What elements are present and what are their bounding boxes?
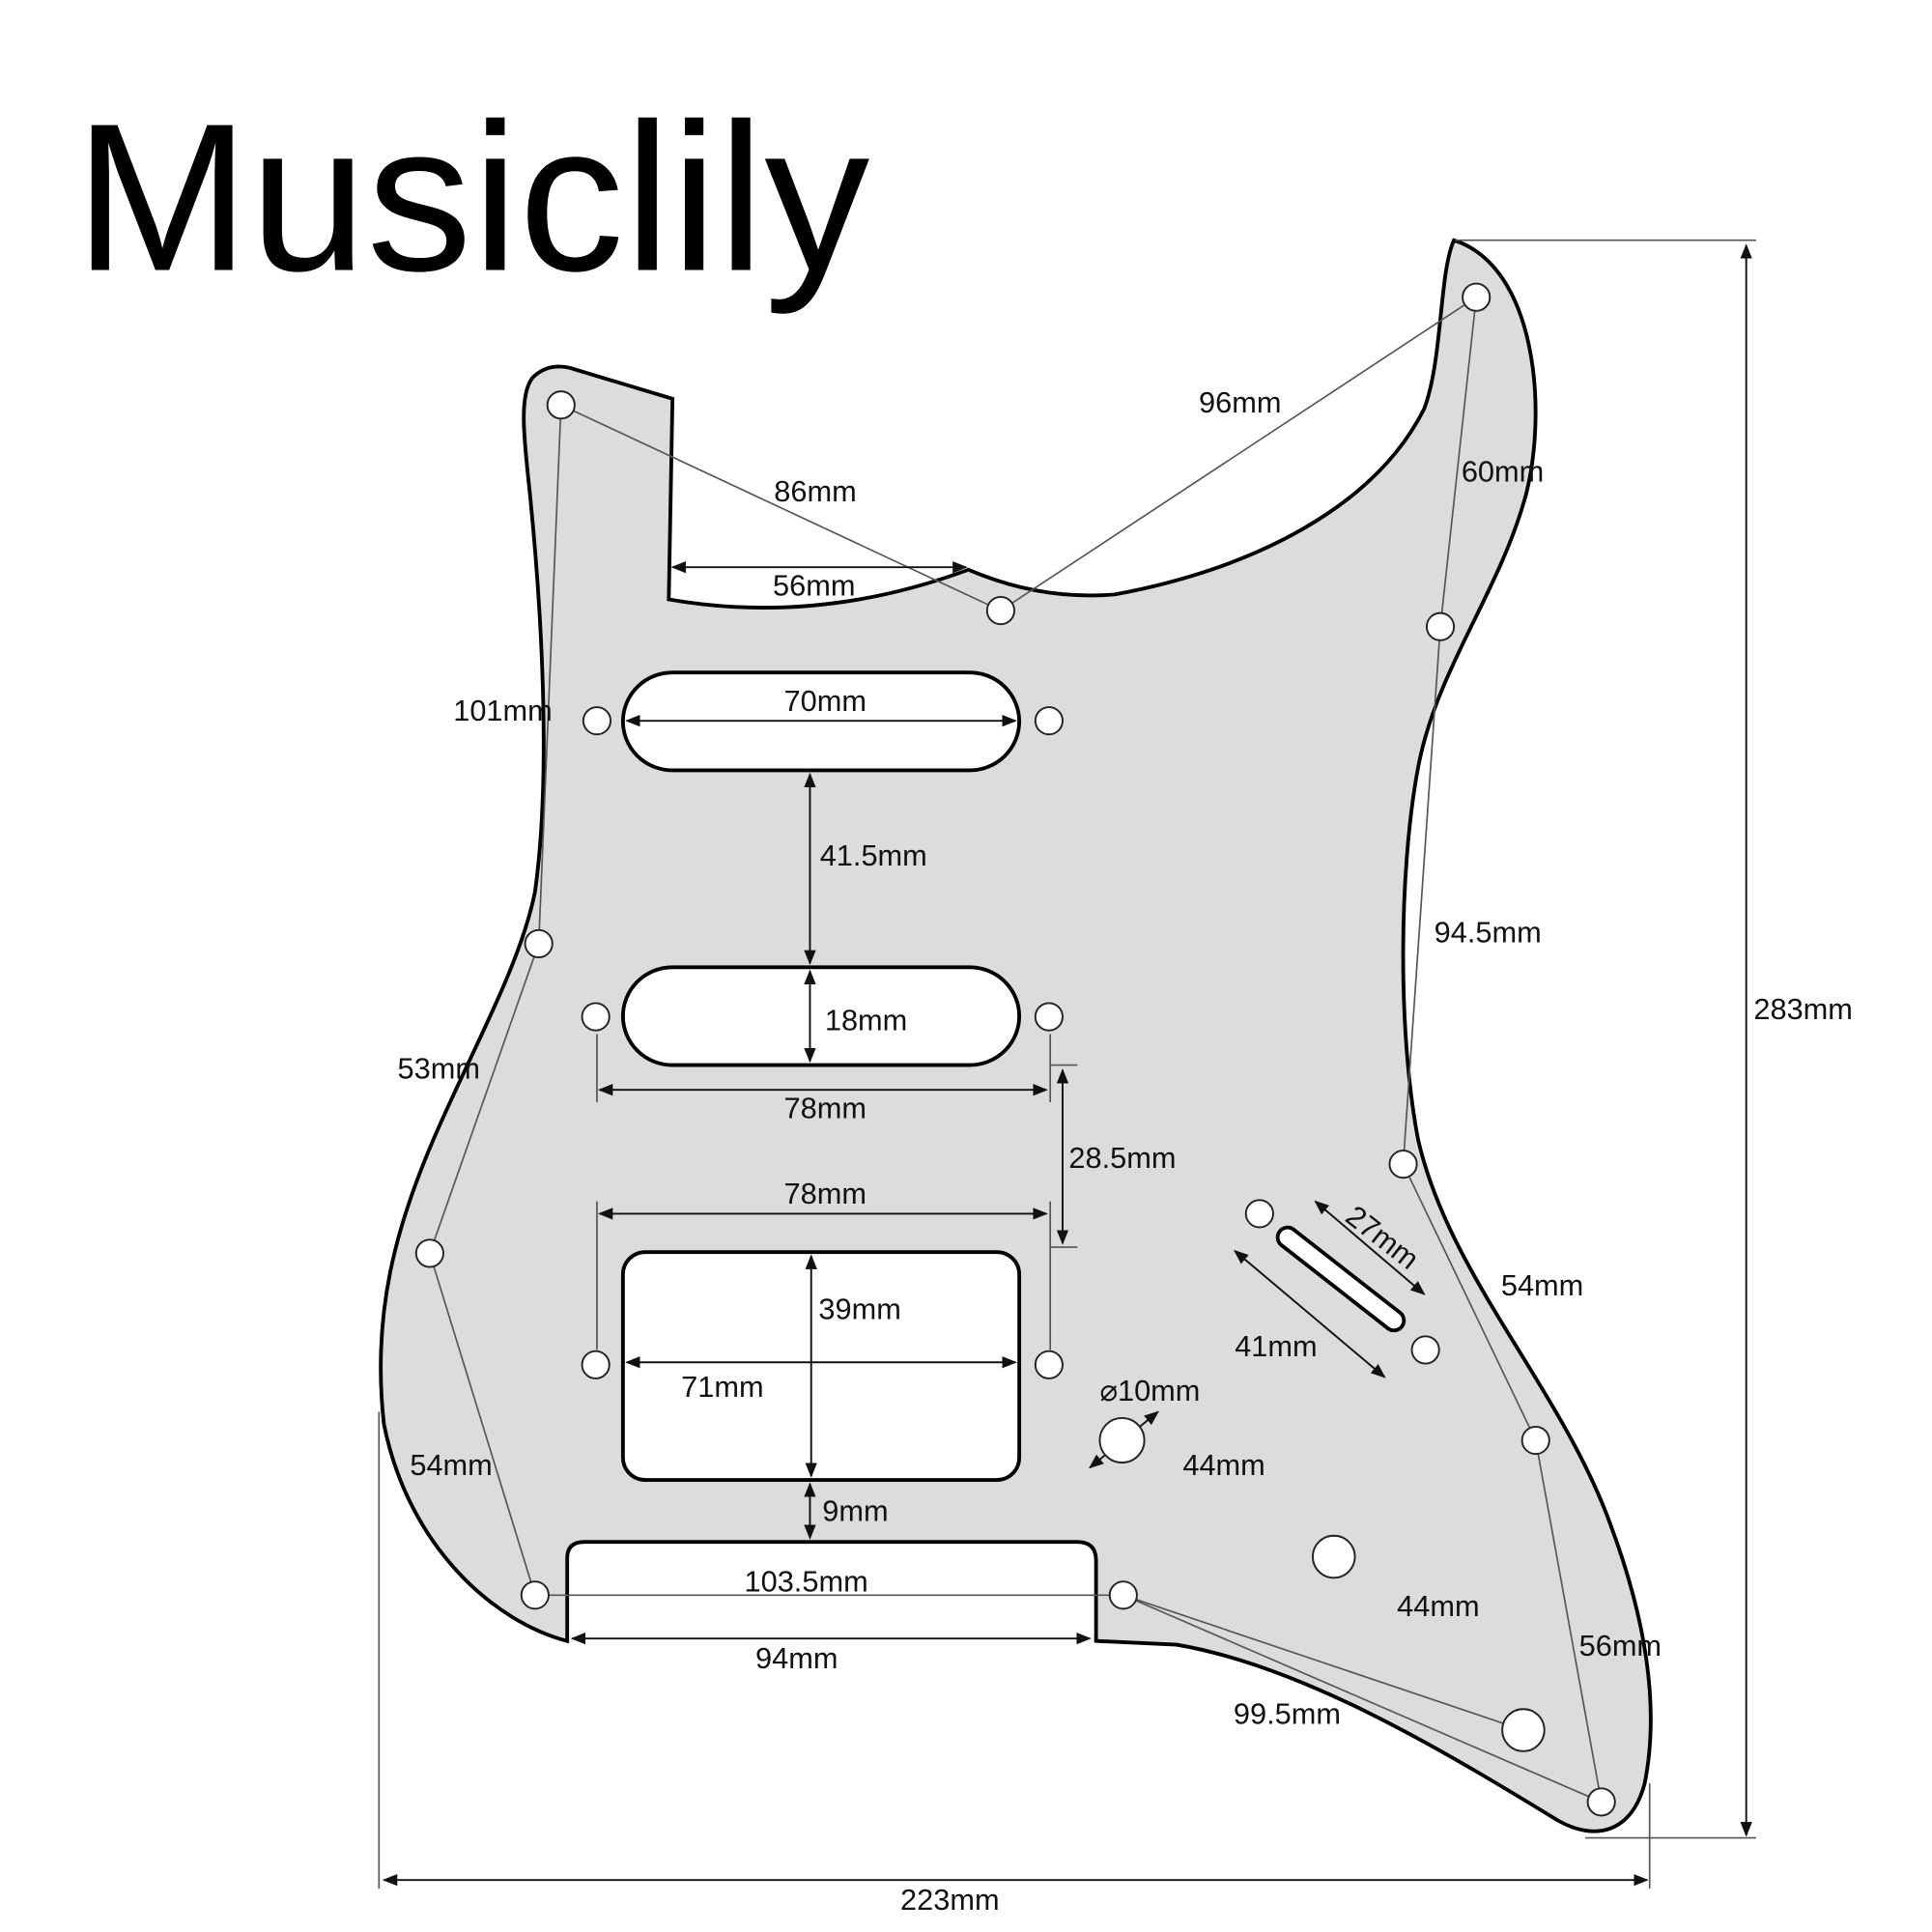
label-54mm-right: 54mm bbox=[1501, 1268, 1583, 1302]
screw-holes bbox=[414, 282, 1616, 1817]
label-71mm: 71mm bbox=[681, 1370, 763, 1404]
label-86mm: 86mm bbox=[774, 474, 856, 508]
label-overall-width: 223mm bbox=[900, 1883, 1000, 1917]
label-103-5mm: 103.5mm bbox=[745, 1564, 868, 1598]
label-78mm-middle: 78mm bbox=[784, 1092, 867, 1125]
label-99-5mm: 99.5mm bbox=[1234, 1697, 1341, 1731]
label-94mm: 94mm bbox=[755, 1641, 838, 1675]
dimension-labels: 223mm 283mm 56mm 86mm 96mm 60mm 101mm 70… bbox=[398, 385, 1853, 1917]
label-101mm: 101mm bbox=[453, 694, 553, 727]
label-54mm-left: 54mm bbox=[410, 1448, 492, 1482]
middle-pickup-cutout bbox=[620, 965, 1022, 1067]
label-60mm: 60mm bbox=[1462, 455, 1544, 489]
label-78mm-bridge: 78mm bbox=[784, 1177, 867, 1210]
label-53mm: 53mm bbox=[398, 1052, 480, 1086]
label-41-5mm: 41.5mm bbox=[820, 838, 927, 872]
label-28-5mm: 28.5mm bbox=[1068, 1141, 1176, 1175]
label-44mm-1: 44mm bbox=[1182, 1448, 1264, 1482]
brand-title: Musiclily bbox=[74, 80, 869, 315]
label-neck-pocket-width: 56mm bbox=[773, 569, 855, 603]
label-96mm: 96mm bbox=[1199, 385, 1281, 419]
label-94-5mm: 94.5mm bbox=[1435, 916, 1542, 950]
label-9mm: 9mm bbox=[822, 1493, 888, 1527]
label-41mm: 41mm bbox=[1235, 1329, 1317, 1363]
label-44mm-2: 44mm bbox=[1397, 1589, 1479, 1623]
dimension-lines bbox=[378, 239, 1756, 1889]
label-pot-diameter: ⌀10mm bbox=[1099, 1374, 1200, 1407]
label-70mm: 70mm bbox=[784, 684, 867, 718]
label-56mm: 56mm bbox=[1579, 1629, 1662, 1662]
label-18mm: 18mm bbox=[825, 1004, 907, 1037]
label-overall-height: 283mm bbox=[1753, 992, 1853, 1026]
humbucker-cutout bbox=[620, 1250, 1022, 1482]
label-39mm: 39mm bbox=[818, 1292, 900, 1325]
pot-holes bbox=[1098, 1416, 1546, 1752]
